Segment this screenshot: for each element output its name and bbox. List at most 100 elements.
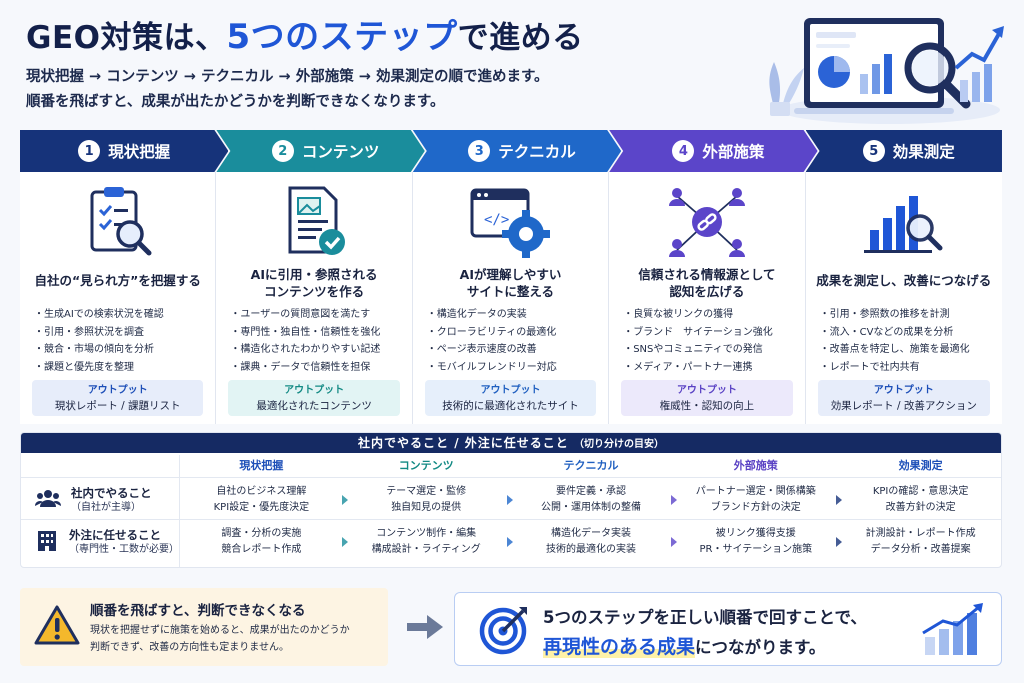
step-output: アウトプット 最適化されたコンテンツ xyxy=(228,380,400,416)
step-item: 課典・データで信頼性を担保 xyxy=(230,359,405,377)
step-item: 構造化データの実装 xyxy=(427,306,602,324)
row-label: 外注に任せること xyxy=(69,528,161,542)
clipboard-search-icon xyxy=(70,182,166,262)
step-item-list: 引用・参照数の推移を計測流入・CVなどの成果を分析改善点を特定し、施策を最適化レ… xyxy=(820,306,996,376)
step-item: 引用・参照数の推移を計測 xyxy=(820,306,996,324)
step-number: 3 xyxy=(468,140,490,162)
step-item-list: 良質な被リンクの獲得ブランド サイテーション強化SNSやコミュニティでの発信メデ… xyxy=(623,306,798,376)
code-gear-icon: </> xyxy=(462,182,558,262)
step-output: アウトプット 効果レポート / 改善アクション xyxy=(817,380,990,416)
chevron-right-icon xyxy=(671,495,678,505)
page-title: GEO対策は、5つのステップで進める xyxy=(26,14,766,61)
step-item: モバイルフレンドリー対応 xyxy=(427,359,602,377)
target-icon xyxy=(479,607,527,655)
laptop-analytics-illustration xyxy=(769,18,1004,124)
cell-line: 競合レポート作成 xyxy=(221,544,302,555)
step-item: ユーザーの質問意図を満たす xyxy=(230,306,405,324)
subtitle-line-2: 順番を飛ばすと、成果が出たかどうかを判断できなくなります。 xyxy=(26,94,445,110)
division-column-header: 効果測定 xyxy=(898,459,943,472)
row-sublabel: （自社が主導） xyxy=(71,502,141,513)
row-label: 社内でやること xyxy=(71,486,152,500)
subtitle-line-1: 現状把握 → コンテンツ → テクニカル → 外部施策 → 効果測定の順で進めま… xyxy=(26,69,549,85)
title-pre: GEO対策は、 xyxy=(26,20,227,56)
division-row-text: 外注に任せること （専門性・工数が必要） xyxy=(69,527,179,557)
division-table-header: 社内でやること / 外注に任せること （切り分けの目安） xyxy=(21,433,1001,453)
step-body-5: 成果を測定し、改善につなげる 引用・参照数の推移を計測流入・CVなどの成果を分析… xyxy=(805,172,1002,424)
output-label: アウトプット xyxy=(284,385,345,396)
step-output: アウトプット 権威性・認知の向上 xyxy=(621,380,793,416)
step-item-list: 構造化データの実装クローラビリティの最適化ページ表示速度の改善モバイルフレンドリ… xyxy=(427,306,602,376)
row-sublabel: （専門性・工数が必要） xyxy=(69,544,179,555)
cell-line: PR・サイテーション施策 xyxy=(699,544,813,555)
warning-icon xyxy=(34,605,80,645)
cell-line: 計測設計・レポート作成 xyxy=(865,528,976,539)
division-cell: 計測設計・レポート作成データ分析・改善提案 xyxy=(838,526,1001,558)
division-row-label: 外注に任せること （専門性・工数が必要） xyxy=(21,521,179,563)
division-cell: テーマ選定・監修独自知見の提供 xyxy=(344,484,509,516)
division-cell: 調査・分析の実施競合レポート作成 xyxy=(179,526,344,558)
step-title-line-2: 認知を広げる xyxy=(669,284,745,299)
cell-line: パートナー選定・関係構築 xyxy=(695,486,816,497)
table-divider xyxy=(21,519,1001,520)
step-item: メディア・パートナー連携 xyxy=(623,359,798,377)
conclusion-highlight: 再現性のある成果 xyxy=(543,636,696,658)
step-item-list: 生成AIでの検索状況を確認引用・参照状況を調査競合・市場の傾向を分析課題と優先度… xyxy=(34,306,209,376)
step-number: 2 xyxy=(272,140,294,162)
step-header-4: 4 外部施策 xyxy=(609,130,817,172)
cell-line: 被リンク獲得支援 xyxy=(715,528,796,539)
division-table: 社内でやること / 外注に任せること （切り分けの目安） 現状把握コンテンツテク… xyxy=(20,432,1002,568)
output-value: 効果レポート / 改善アクション xyxy=(830,400,977,412)
chevron-right-icon xyxy=(506,537,513,547)
title-post: で進める xyxy=(457,20,584,56)
division-cell: 要件定義・承認公開・運用体制の整備 xyxy=(509,484,674,516)
division-cell: コンテンツ制作・編集構成設計・ライティング xyxy=(344,526,509,558)
step-title-line-1: 自社の“見られ方”を把握する xyxy=(34,273,201,288)
step-label: 外部施策 xyxy=(702,143,765,161)
output-label: アウトプット xyxy=(480,385,541,396)
step-title-line-2: サイトに整える xyxy=(466,284,555,299)
step-item: レポートで社内共有 xyxy=(820,359,996,377)
step-item: 専門性・独自性・信頼性を強化 xyxy=(230,324,405,342)
cell-line: 技術的最適化の実装 xyxy=(545,544,636,555)
step-item: 引用・参照状況を調査 xyxy=(34,324,209,342)
division-row-label: 社内でやること （自社が主導） xyxy=(21,479,179,521)
division-cell: 構造化データ実装技術的最適化の実装 xyxy=(509,526,674,558)
network-link-icon xyxy=(659,182,755,262)
step-number: 1 xyxy=(78,140,100,162)
cell-line: 要件定義・承認 xyxy=(555,486,626,497)
warning-description: 現状を把握せずに施策を始めると、成果が出たのかどうか 判断できず、改善の方向性も… xyxy=(90,622,380,656)
conclusion-line-1: 5つのステップを正しい順番で回すことで、 xyxy=(543,608,867,627)
output-value: 権威性・認知の向上 xyxy=(659,400,755,412)
output-label: アウトプット xyxy=(87,385,148,396)
step-item: 課題と優先度を整理 xyxy=(34,359,209,377)
cell-line: 改善方針の決定 xyxy=(885,502,956,513)
chevron-right-icon xyxy=(341,537,348,547)
conclusion-box: 5つのステップを正しい順番で回すことで、 再現性のある成果につながります。 xyxy=(454,592,1002,666)
output-label: アウトプット xyxy=(873,385,934,396)
warning-box: 順番を飛ばすと、判断できなくなる 現状を把握せずに施策を始めると、成果が出たのか… xyxy=(20,588,388,666)
cell-line: 自社のビジネス理解 xyxy=(216,486,307,497)
step-item-list: ユーザーの質問意図を満たす専門性・独自性・信頼性を強化構造化されたわかりやすい記… xyxy=(230,306,405,376)
chevron-right-icon xyxy=(671,537,678,547)
svg-text:</>: </> xyxy=(484,212,509,228)
cell-line: ブランド方針の決定 xyxy=(710,502,801,513)
division-title: 社内でやること / 外注に任せること xyxy=(358,436,569,450)
cell-line: 独自知見の提供 xyxy=(391,502,462,513)
step-number: 4 xyxy=(672,140,694,162)
division-column-header: コンテンツ xyxy=(398,459,454,472)
step-title: AIに引用・参照されるコンテンツを作る xyxy=(222,266,405,300)
division-column-header: テクニカル xyxy=(563,459,619,472)
step-item: SNSやコミュニティでの発信 xyxy=(623,341,798,359)
step-label: コンテンツ xyxy=(301,143,380,161)
step-title: 信頼される情報源として認知を広げる xyxy=(615,266,798,300)
output-value: 現状レポート / 課題リスト xyxy=(54,400,181,412)
cell-line: 調査・分析の実施 xyxy=(221,528,302,539)
step-item: 良質な被リンクの獲得 xyxy=(623,306,798,324)
